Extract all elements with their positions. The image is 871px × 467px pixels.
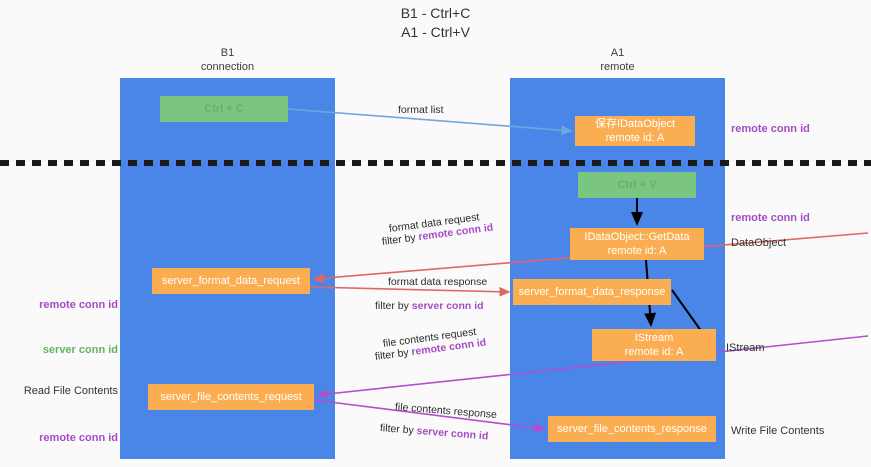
- column-header-b1: B1 connection: [200, 47, 255, 73]
- annotation-server-conn-id: server conn id: [42, 344, 118, 356]
- box-server-format-data-request[interactable]: server_format_data_request: [152, 268, 310, 294]
- label-format-data-response-filter: filter by server conn id: [375, 299, 484, 313]
- box-server-format-data-request-label: server_format_data_request: [161, 275, 301, 287]
- box-server-file-contents-response-label: server_file_contents_response: [557, 423, 707, 435]
- page-title: B1 - Ctrl+C A1 - Ctrl+V: [400, 5, 471, 40]
- box-server-file-contents-request[interactable]: server_file_contents_request: [148, 384, 314, 410]
- label-server-conn-id: server conn id: [416, 424, 489, 443]
- annotation-left-conn-ids: remote conn id server conn id: [22, 268, 118, 388]
- label-format-data-response: format data response: [388, 276, 488, 288]
- box-save-idataobject-label: 保存IDataObject: [594, 118, 676, 130]
- annotation-remote-conn-id: remote conn id: [39, 299, 118, 311]
- annotation-istream: IStream: [726, 342, 765, 354]
- box-save-idataobject-remote-id: remote id: A: [605, 132, 665, 144]
- label-file-contents-response: file contents response: [394, 401, 498, 421]
- box-server-format-data-response[interactable]: server_format_data_response: [513, 279, 671, 305]
- box-server-file-contents-request-label: server_file_contents_request: [160, 391, 302, 403]
- column-header-a1: A1 remote: [600, 47, 635, 73]
- annotation-dataobject: DataObject: [731, 237, 787, 249]
- label-server-conn-id: server conn id: [411, 300, 484, 312]
- annotation-right-mid-remote-conn-id: remote conn id: [731, 212, 810, 224]
- box-idataobject-getdata-remote-id: remote id: A: [607, 245, 667, 257]
- label-filter-prefix: filter by: [381, 231, 420, 248]
- box-ctrl-c[interactable]: Ctrl + C: [160, 96, 288, 122]
- box-ctrl-v[interactable]: Ctrl + V: [578, 172, 696, 198]
- annotation-left-bottom-conn-ids: remote conn id server conn id: [15, 401, 118, 467]
- box-istream-remote-id: remote id: A: [624, 346, 684, 358]
- annotation-right-top-remote-conn-id: remote conn id: [731, 123, 810, 135]
- annotation-read-file-contents: Read File Contents: [23, 385, 118, 397]
- box-ctrl-c-label: Ctrl + C: [204, 103, 244, 115]
- box-ctrl-v-label: Ctrl + V: [617, 179, 657, 191]
- label-format-list: format list: [398, 104, 444, 116]
- label-filter-prefix: filter by: [379, 422, 418, 437]
- box-server-format-data-response-label: server_format_data_response: [518, 286, 666, 298]
- box-idataobject-getdata[interactable]: IDataObject::GetData remote id: A: [570, 228, 704, 260]
- label-filter-prefix: filter by: [374, 346, 413, 363]
- annotation-remote-conn-id: remote conn id: [39, 432, 118, 444]
- annotation-write-file-contents: Write File Contents: [731, 425, 825, 437]
- box-istream[interactable]: IStream remote id: A: [592, 329, 716, 361]
- label-filter-prefix: filter by: [375, 300, 412, 312]
- box-istream-label: IStream: [634, 332, 674, 344]
- box-idataobject-getdata-label: IDataObject::GetData: [584, 231, 690, 243]
- box-server-file-contents-response[interactable]: server_file_contents_response: [548, 416, 716, 442]
- box-save-idataobject[interactable]: 保存IDataObject remote id: A: [575, 116, 695, 146]
- label-file-contents-response-filter: filter by server conn id: [379, 421, 489, 443]
